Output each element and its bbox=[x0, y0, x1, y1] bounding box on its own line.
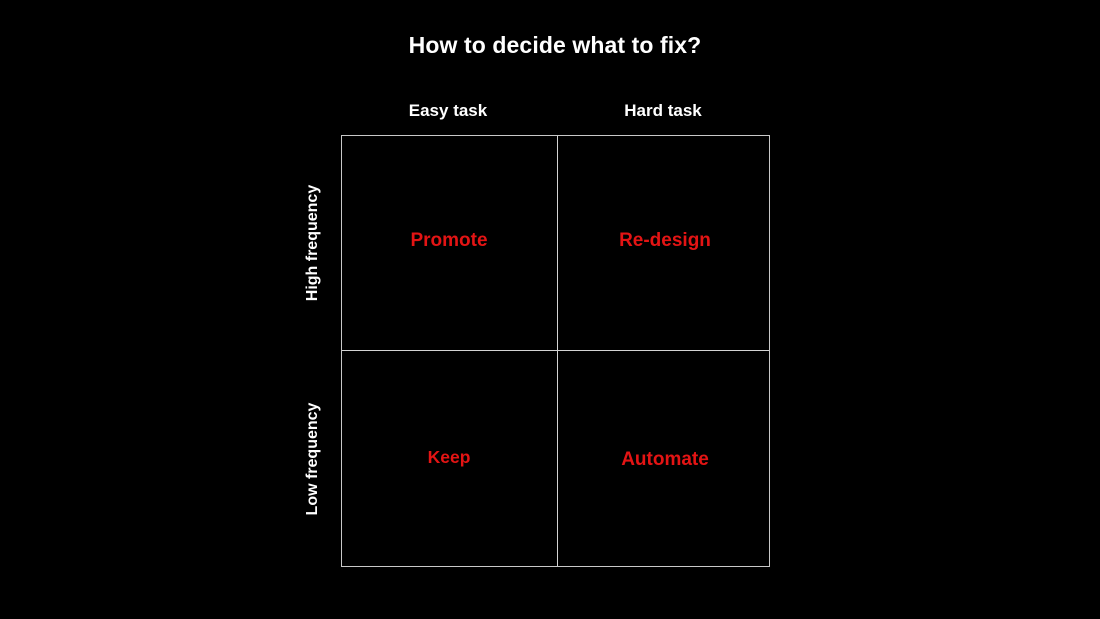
horizontal-divider bbox=[342, 350, 769, 351]
vertical-divider bbox=[557, 136, 558, 566]
row-header-high-frequency: High frequency bbox=[304, 184, 321, 302]
quadrant-label-re-design: Re-design bbox=[619, 230, 711, 251]
row-header-low-frequency: Low frequency bbox=[304, 402, 321, 516]
quadrant-matrix: Promote Re-design Keep Automate bbox=[341, 135, 770, 567]
page-title: How to decide what to fix? bbox=[408, 32, 702, 58]
column-header-hard-task: Hard task bbox=[624, 101, 702, 120]
quadrant-label-automate: Automate bbox=[621, 449, 709, 470]
quadrant-keep[interactable]: Keep bbox=[342, 351, 556, 566]
quadrant-automate[interactable]: Automate bbox=[558, 351, 772, 566]
quadrant-label-keep: Keep bbox=[427, 447, 471, 467]
quadrant-label-promote: Promote bbox=[410, 230, 488, 251]
quadrant-re-design[interactable]: Re-design bbox=[558, 136, 772, 351]
column-header-easy-task: Easy task bbox=[408, 101, 488, 120]
quadrant-promote[interactable]: Promote bbox=[342, 136, 556, 351]
